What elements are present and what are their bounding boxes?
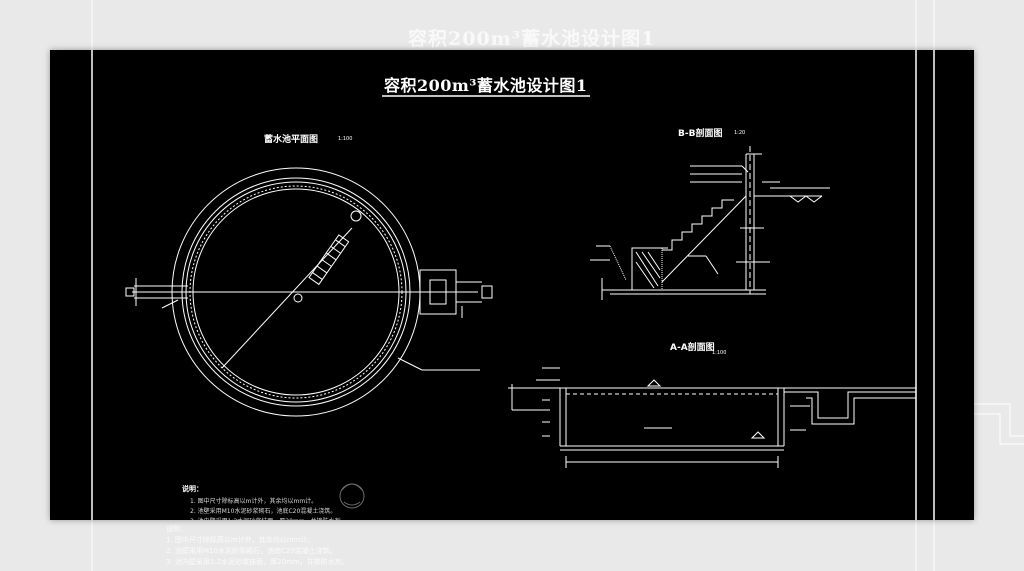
section-b-title: B-B剖面图 (678, 129, 723, 139)
note-item-3: 3. 池内壁采用1:2水泥砂浆抹面，厚20mm，并掺防水剂。 (190, 517, 440, 520)
notes-heading: 说明： (182, 485, 203, 493)
section-b-b (590, 146, 830, 300)
section-a-title: A-A剖面图 (670, 343, 715, 353)
watermark-logo (339, 483, 365, 509)
background-notes: 说明： 1. 图中尺寸除标高以m计外，其余均以mm计。 2. 池壁采用M10水泥… (166, 524, 486, 568)
plan-view-title: 蓄水池平面图 (264, 135, 319, 145)
background-title: 容积200m³蓄水池设计图1 (408, 28, 656, 50)
cad-linework (91, 50, 935, 520)
background-note-1: 1. 图中尺寸除标高以m计外，其余均以mm计。 (166, 536, 315, 544)
section-a-a (508, 367, 916, 468)
notes-list: 1. 图中尺寸除标高以m计外，其余均以mm计。 2. 池壁采用M10水泥砂浆砌石… (190, 497, 440, 520)
plan-view-tank (125, 167, 493, 417)
section-b-scale: 1:20 (734, 130, 746, 136)
cad-drawing-frame: 容积200m³蓄水池设计图1 蓄水池平面图 1:100 B-B剖面图 1:20 … (50, 50, 974, 520)
note-item-2: 2. 池壁采用M10水泥砂浆砌石，池底C20混凝土浇筑。 (190, 508, 337, 515)
drawing-title: 容积200m³蓄水池设计图1 (384, 76, 588, 95)
note-item-1: 1. 图中尺寸除标高以m计外，其余均以mm计。 (190, 498, 318, 505)
background-notes-heading: 说明： (166, 525, 187, 533)
section-a-scale: 1:100 (712, 350, 727, 356)
background-note-2: 2. 池壁采用M10水泥砂浆砌石，池底C20混凝土浇筑。 (166, 547, 337, 555)
background-note-3: 3. 池内壁采用1:2水泥砂浆抹面，厚20mm，并掺防水剂。 (166, 558, 349, 566)
plan-view-scale: 1:100 (338, 136, 353, 142)
